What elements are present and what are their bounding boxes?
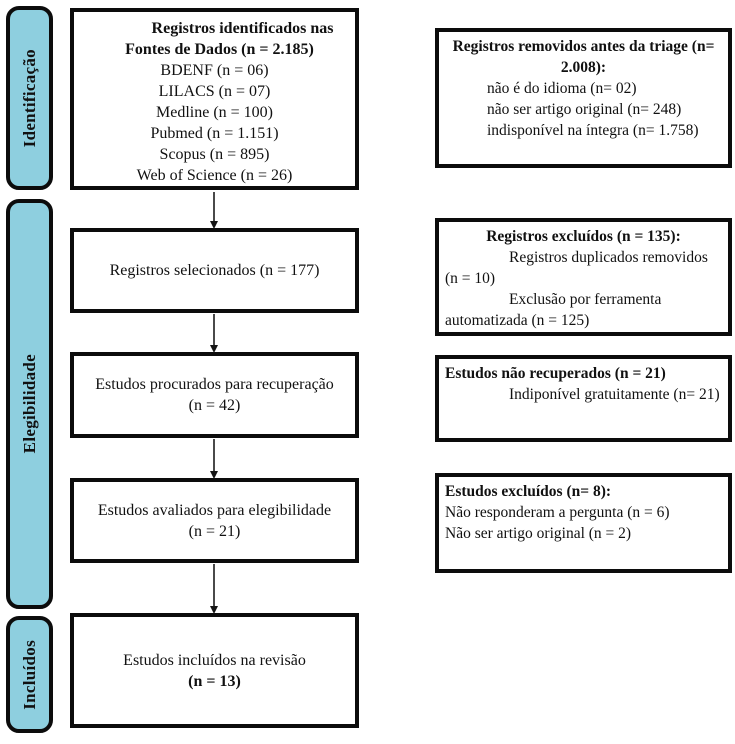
box-reports-sought: Estudos procurados para recuperação (n =… — [70, 352, 359, 438]
box3-text-line1: Estudos procurados para recuperação — [95, 376, 334, 393]
box-records-identified: Registros identificados nas Fontes de Da… — [70, 8, 359, 190]
box5-text-line1: Estudos incluídos na revisão — [123, 651, 306, 669]
box1-source-scopus: Scopus (n = 895) — [159, 146, 270, 163]
rbox4-item-no-answer: Não responderam a pergunta (n = 6) — [445, 504, 670, 521]
rbox1-title: Registros removidos antes da triage (n= … — [452, 38, 715, 76]
stage-label-incluidos: Incluídos — [19, 639, 39, 710]
box-studies-included: Estudos incluídos na revisão (n = 13) — [70, 613, 359, 728]
stage-eligibility: Elegibilidade — [6, 199, 53, 609]
rbox1-item-not-original: não ser artigo original (n= 248) — [487, 101, 682, 118]
rbox4-item-not-original: Não ser artigo original (n = 2) — [445, 525, 632, 542]
box4-text-line2: (n = 21) — [188, 522, 241, 540]
stage-label-elegibilidade: Elegibilidade — [19, 354, 39, 454]
box5-text-line2: (n = 13) — [188, 672, 241, 690]
rbox2-title: Registros excluídos (n = 135): — [486, 228, 681, 245]
box1-title-line1: Registros identificados nas — [151, 20, 334, 37]
stage-identification: Identificação — [6, 6, 53, 190]
rbox1-item-unavailable: indisponível na íntegra (n= 1.758) — [487, 122, 699, 139]
flow-arrow-2 — [209, 314, 218, 353]
box1-source-bdenf: BDENF (n = 06) — [160, 62, 269, 79]
rbox4-title: Estudos excluídos (n= 8): — [445, 483, 612, 500]
stage-label-identificacao: Identificação — [19, 48, 39, 148]
rbox2-item-automated: Exclusão por ferramenta automatizada (n … — [445, 291, 662, 329]
box1-source-lilacs: LILACS (n = 07) — [158, 83, 271, 100]
box3-text-line2: (n = 42) — [188, 397, 241, 414]
box1-source-pubmed: Pubmed (n = 1.151) — [150, 125, 279, 142]
box1-title-line2: Fontes de Dados (n = 2.185) — [125, 41, 314, 58]
rbox1-item-language: não é do idioma (n= 02) — [487, 80, 637, 97]
box-reports-not-retrieved: Estudos não recuperados (n = 21) Indipon… — [435, 355, 732, 442]
flow-arrow-4 — [209, 564, 218, 614]
rbox3-item-not-free: Indiponível gratuitamente (n= 21) — [509, 386, 720, 403]
rbox2-item-duplicates: Registros duplicados removidos (n = 10) — [445, 249, 708, 287]
box-records-removed-before-screening: Registros removidos antes da triage (n= … — [435, 28, 732, 168]
box2-text: Registros selecionados (n = 177) — [109, 262, 320, 279]
box1-source-medline: Medline (n = 100) — [156, 104, 273, 121]
box1-source-wos: Web of Science (n = 26) — [136, 167, 293, 184]
flow-arrow-1 — [209, 192, 218, 229]
box-studies-excluded: Estudos excluídos (n= 8): Não respondera… — [435, 473, 732, 573]
box-records-excluded: Registros excluídos (n = 135): Registros… — [435, 218, 732, 336]
flow-arrow-3 — [209, 439, 218, 479]
stage-included: Incluídos — [6, 616, 53, 733]
rbox3-title: Estudos não recuperados (n = 21) — [445, 365, 666, 382]
box-records-screened: Registros selecionados (n = 177) — [70, 228, 359, 313]
box4-text-line1: Estudos avaliados para elegibilidade — [97, 501, 332, 519]
box-reports-assessed: Estudos avaliados para elegibilidade (n … — [70, 478, 359, 563]
